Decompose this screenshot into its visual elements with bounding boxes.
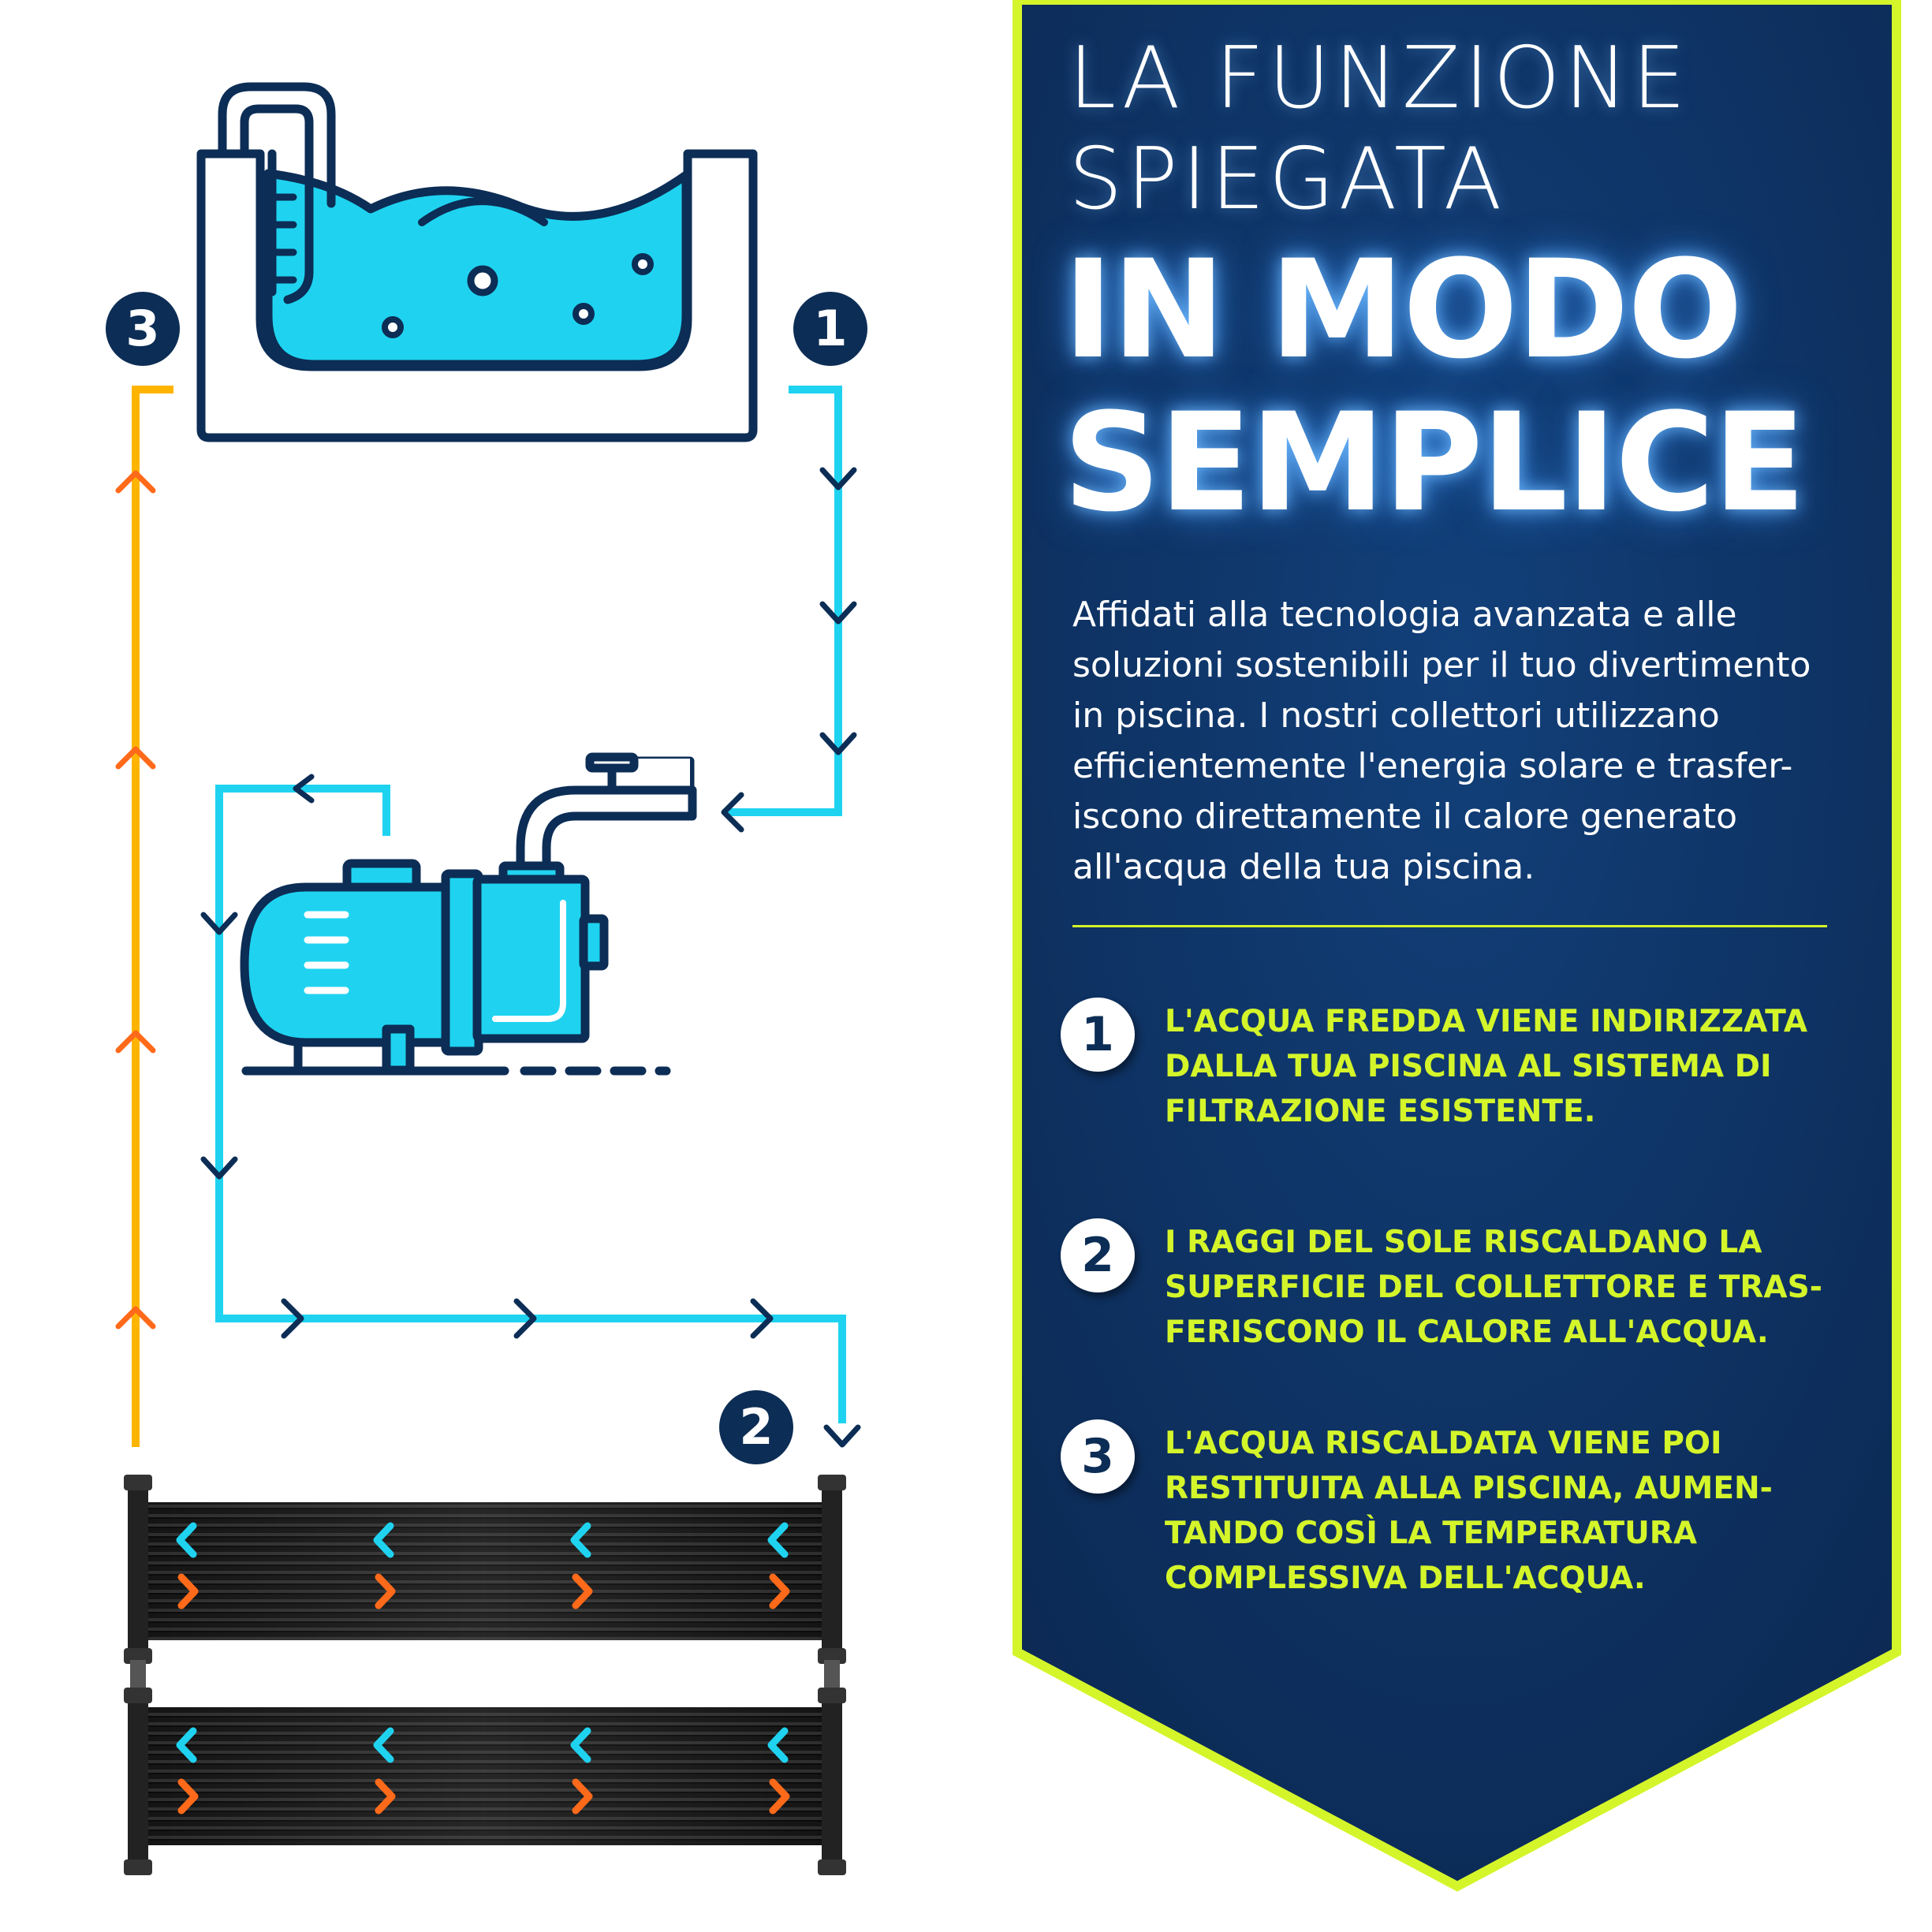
title-line-3: IN MODO <box>1063 230 1743 389</box>
divider <box>1072 925 1827 927</box>
hot-water-pipe <box>132 386 173 1447</box>
hot-flow-arrow-icon <box>115 470 156 1330</box>
ladder-icon <box>218 82 336 304</box>
step-badge: 1 <box>1061 998 1135 1072</box>
pump-icon <box>240 752 697 1076</box>
step-text: I RAGGI DEL SOLE RISCALDANO LA SUPERFICI… <box>1165 1225 1822 1350</box>
flow-diagram <box>115 82 861 1875</box>
title-line-4: SEMPLICE <box>1063 383 1806 542</box>
marker-1: 1 <box>793 292 867 366</box>
title-line-1: LA FUNZIONE <box>1069 29 1690 128</box>
step-badge: 2 <box>1061 1218 1135 1292</box>
step-text: L'ACQUA RISCALDATA VIENE POI RESTITUITA … <box>1165 1426 1773 1596</box>
step-badge: 3 <box>1061 1419 1135 1494</box>
marker-3: 3 <box>106 292 180 366</box>
flow-arrow-icon <box>200 467 861 1448</box>
title-line-2: SPIEGATA <box>1069 130 1506 229</box>
marker-2: 2 <box>719 1390 793 1464</box>
intro-paragraph: Affidati alla tecnologia avanzata e alle… <box>1072 595 1811 887</box>
pool-icon <box>196 149 758 442</box>
solar-collector-icon <box>124 1475 846 1875</box>
cold-water-pipe <box>215 386 846 1423</box>
step-text: L'ACQUA FREDDA VIENE INDIRIZZATA DALLA T… <box>1165 1004 1808 1129</box>
